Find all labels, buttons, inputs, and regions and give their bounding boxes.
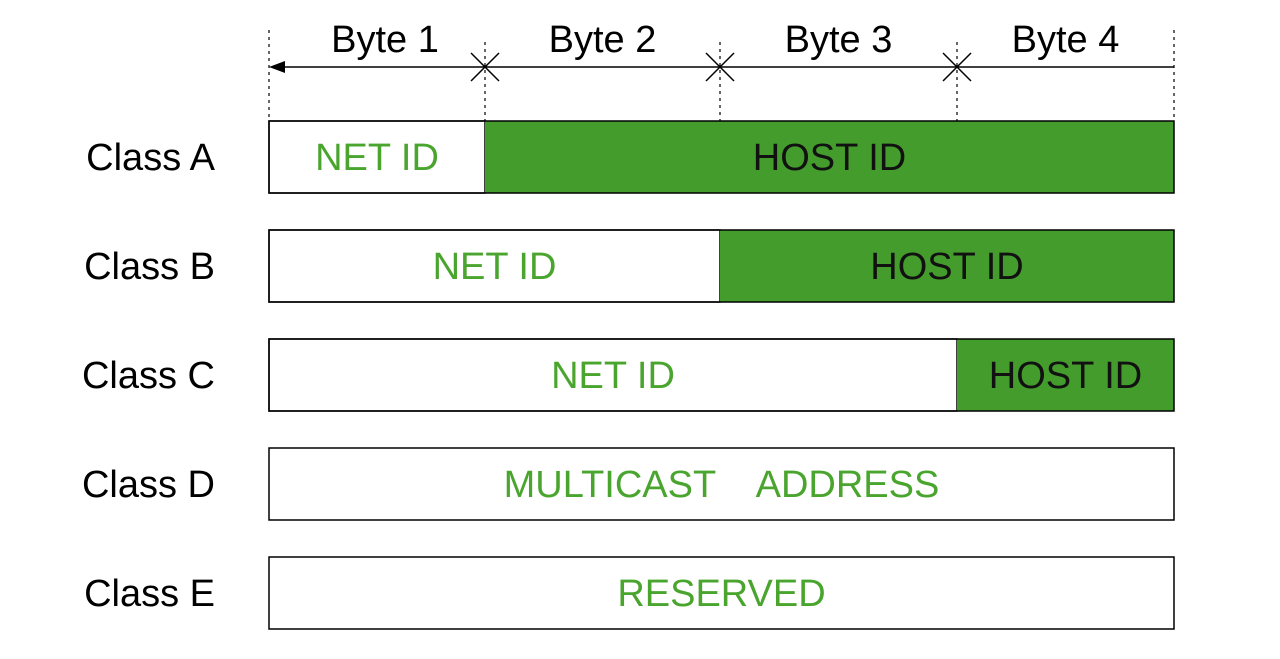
row-outline — [268, 120, 1175, 194]
net-id-label: NET ID — [433, 246, 557, 288]
full-width-segment — [268, 447, 1175, 521]
byte-label-2: Byte 2 — [549, 19, 657, 61]
host-id-segment — [957, 339, 1174, 411]
byte-label-4: Byte 4 — [1012, 19, 1120, 61]
boundary-cross-icon — [470, 52, 500, 82]
class-label: Class C — [82, 355, 215, 397]
class-label: Class B — [84, 246, 215, 288]
host-id-label: HOST ID — [989, 355, 1142, 397]
segment-label: RESERVED — [617, 573, 825, 615]
boundary-cross-icon — [942, 52, 972, 82]
host-id-label: HOST ID — [870, 246, 1023, 288]
class-row-class-c: Class C NET ID HOST ID — [82, 338, 1175, 412]
class-label: Class E — [84, 573, 215, 615]
arrow-head-icon — [269, 61, 285, 73]
host-id-label: HOST ID — [753, 137, 906, 179]
class-row-class-d: Class D MULTICAST ADDRESS — [82, 447, 1175, 521]
net-id-segment — [268, 229, 721, 303]
byte-label-1: Byte 1 — [331, 19, 439, 61]
segment-label: MULTICAST ADDRESS — [504, 464, 940, 506]
class-row-class-b: Class B NET ID HOST ID — [84, 229, 1175, 303]
host-id-segment — [720, 230, 1174, 302]
net-id-label: NET ID — [315, 137, 439, 179]
byte-header: Byte 1 Byte 2 Byte 3 Byte 4 — [268, 19, 1175, 121]
net-id-label: NET ID — [551, 355, 675, 397]
row-outline — [268, 229, 1175, 303]
row-outline — [268, 338, 1175, 412]
byte-label-3: Byte 3 — [785, 19, 893, 61]
boundary-cross-icon — [705, 52, 735, 82]
class-label: Class A — [86, 137, 215, 179]
class-row-class-a: Class A NET ID HOST ID — [86, 120, 1175, 194]
class-label: Class D — [82, 464, 215, 506]
class-row-class-e: Class E RESERVED — [84, 556, 1175, 630]
host-id-segment — [485, 121, 1174, 193]
class-rows: Class A NET ID HOST ID Class B NET ID HOST ID… — [82, 120, 1175, 630]
full-width-segment — [268, 556, 1175, 630]
